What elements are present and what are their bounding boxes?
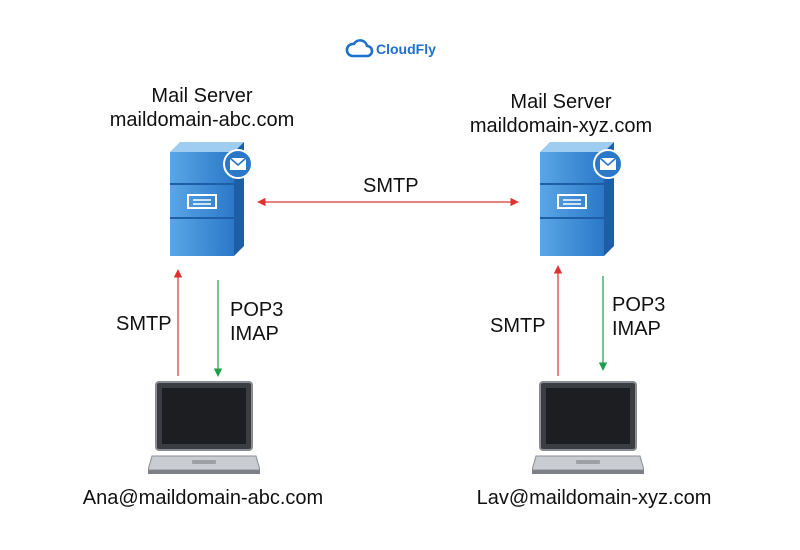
- server-right-title: Mail Server: [510, 91, 612, 113]
- client-right-receive-label: POP3 IMAP: [612, 293, 665, 341]
- server-left-title: Mail Server: [151, 85, 253, 107]
- mail-server-icon: [540, 142, 623, 256]
- client-left-receive-label: POP3 IMAP: [230, 298, 283, 346]
- server-left-domain: maildomain-abc.com: [109, 109, 295, 131]
- server-right-label: Mail Server maildomain-xyz.com: [470, 90, 652, 138]
- protocol-pop3: POP3: [230, 299, 284, 321]
- server-right-domain: maildomain-xyz.com: [469, 115, 653, 137]
- client-left-send-label: SMTP: [116, 313, 172, 335]
- protocol-pop3: POP3: [612, 294, 666, 316]
- laptop-icon: [148, 381, 260, 474]
- client-right-email: Lav@maildomain-xyz.com: [476, 487, 712, 509]
- laptop-icon: [532, 381, 644, 474]
- mail-server-icon: [170, 142, 253, 256]
- client-right-send-label: SMTP: [490, 315, 546, 337]
- cloud-icon: [345, 39, 374, 58]
- protocol-imap: IMAP: [230, 323, 279, 345]
- server-link-label: SMTP: [363, 175, 419, 197]
- client-left-email: Ana@maildomain-abc.com: [82, 487, 324, 509]
- brand-name: CloudFly: [376, 41, 436, 57]
- server-left-label: Mail Server maildomain-abc.com: [110, 84, 295, 132]
- protocol-imap: IMAP: [612, 318, 661, 340]
